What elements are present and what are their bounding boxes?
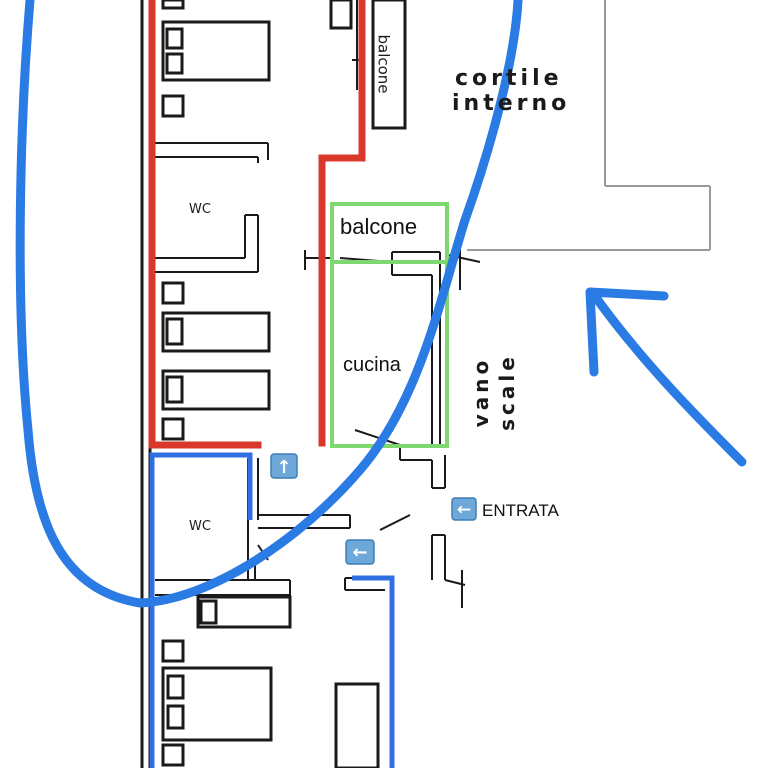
label-wc-upper: WC bbox=[189, 202, 211, 217]
pillow bbox=[165, 317, 184, 346]
label-kitchen: cucina bbox=[343, 354, 402, 376]
nightstand bbox=[161, 94, 185, 118]
furniture bbox=[161, 0, 380, 768]
nightstand bbox=[161, 0, 185, 10]
pillow bbox=[165, 52, 184, 75]
svg-text:←: ← bbox=[457, 500, 471, 520]
label-stair-line1: vano bbox=[469, 357, 493, 428]
nightstand bbox=[161, 417, 185, 441]
label-courtyard-line1: cortile bbox=[455, 66, 563, 91]
label-stair-line2: scale bbox=[495, 353, 519, 431]
blue-outline bbox=[149, 452, 395, 768]
nightstand bbox=[161, 281, 185, 305]
label-entrance: ENTRATA bbox=[482, 501, 559, 520]
pillow bbox=[166, 674, 185, 700]
pillow bbox=[199, 599, 218, 625]
wardrobe bbox=[329, 0, 353, 30]
left-arrow-icon: ← bbox=[345, 539, 375, 565]
label-wc-lower: WC bbox=[189, 519, 211, 534]
svg-text:↑: ↑ bbox=[276, 457, 291, 478]
red-outline bbox=[148, 0, 366, 449]
left-arrow-icon: ← bbox=[451, 497, 477, 521]
wardrobe bbox=[334, 682, 380, 768]
up-arrow-icon: ↑ bbox=[270, 453, 298, 479]
nightstand bbox=[161, 743, 185, 767]
hand-drawn-arrow bbox=[585, 287, 747, 467]
kitchen-outline bbox=[330, 202, 449, 448]
pillow bbox=[165, 375, 184, 404]
pillow bbox=[166, 704, 185, 730]
label-balcony: balcone bbox=[340, 214, 417, 239]
svg-text:←: ← bbox=[352, 542, 367, 563]
label-courtyard-line2: interno bbox=[452, 91, 570, 116]
pillow bbox=[165, 27, 184, 50]
label-balcony-small: balcone bbox=[375, 34, 393, 93]
hand-drawn-loop bbox=[15, 0, 523, 608]
nightstand bbox=[161, 639, 185, 663]
